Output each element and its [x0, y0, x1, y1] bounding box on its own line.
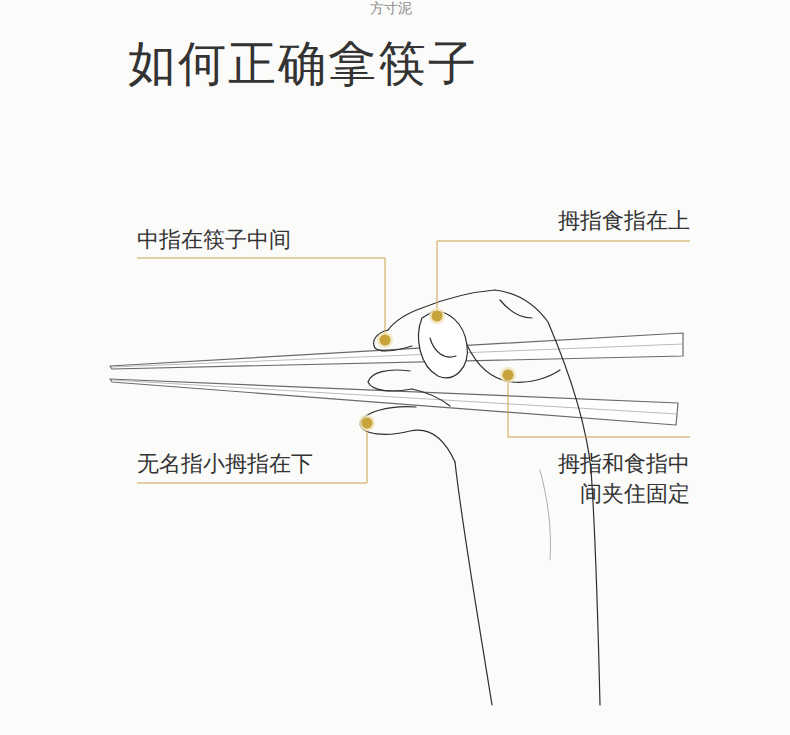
watermark: 方寸泥: [370, 0, 412, 18]
lower-chopstick: [110, 379, 678, 425]
callout-label: 无名指小拇指在下: [137, 449, 313, 479]
upper-chopstick-facet: [112, 344, 683, 367]
callout-label: 拇指和食指中 间夹住固定: [538, 449, 690, 508]
upper-chopstick: [110, 333, 683, 369]
page-title: 如何正确拿筷子: [128, 38, 478, 91]
lower-chopstick-facet: [112, 380, 677, 414]
callout-dots: [359, 308, 516, 431]
hand-sketch: [360, 290, 600, 705]
leader-lines: [137, 241, 690, 483]
callout-label: 拇指食指在上: [558, 206, 690, 236]
callout-label: 中指在筷子中间: [137, 225, 291, 255]
